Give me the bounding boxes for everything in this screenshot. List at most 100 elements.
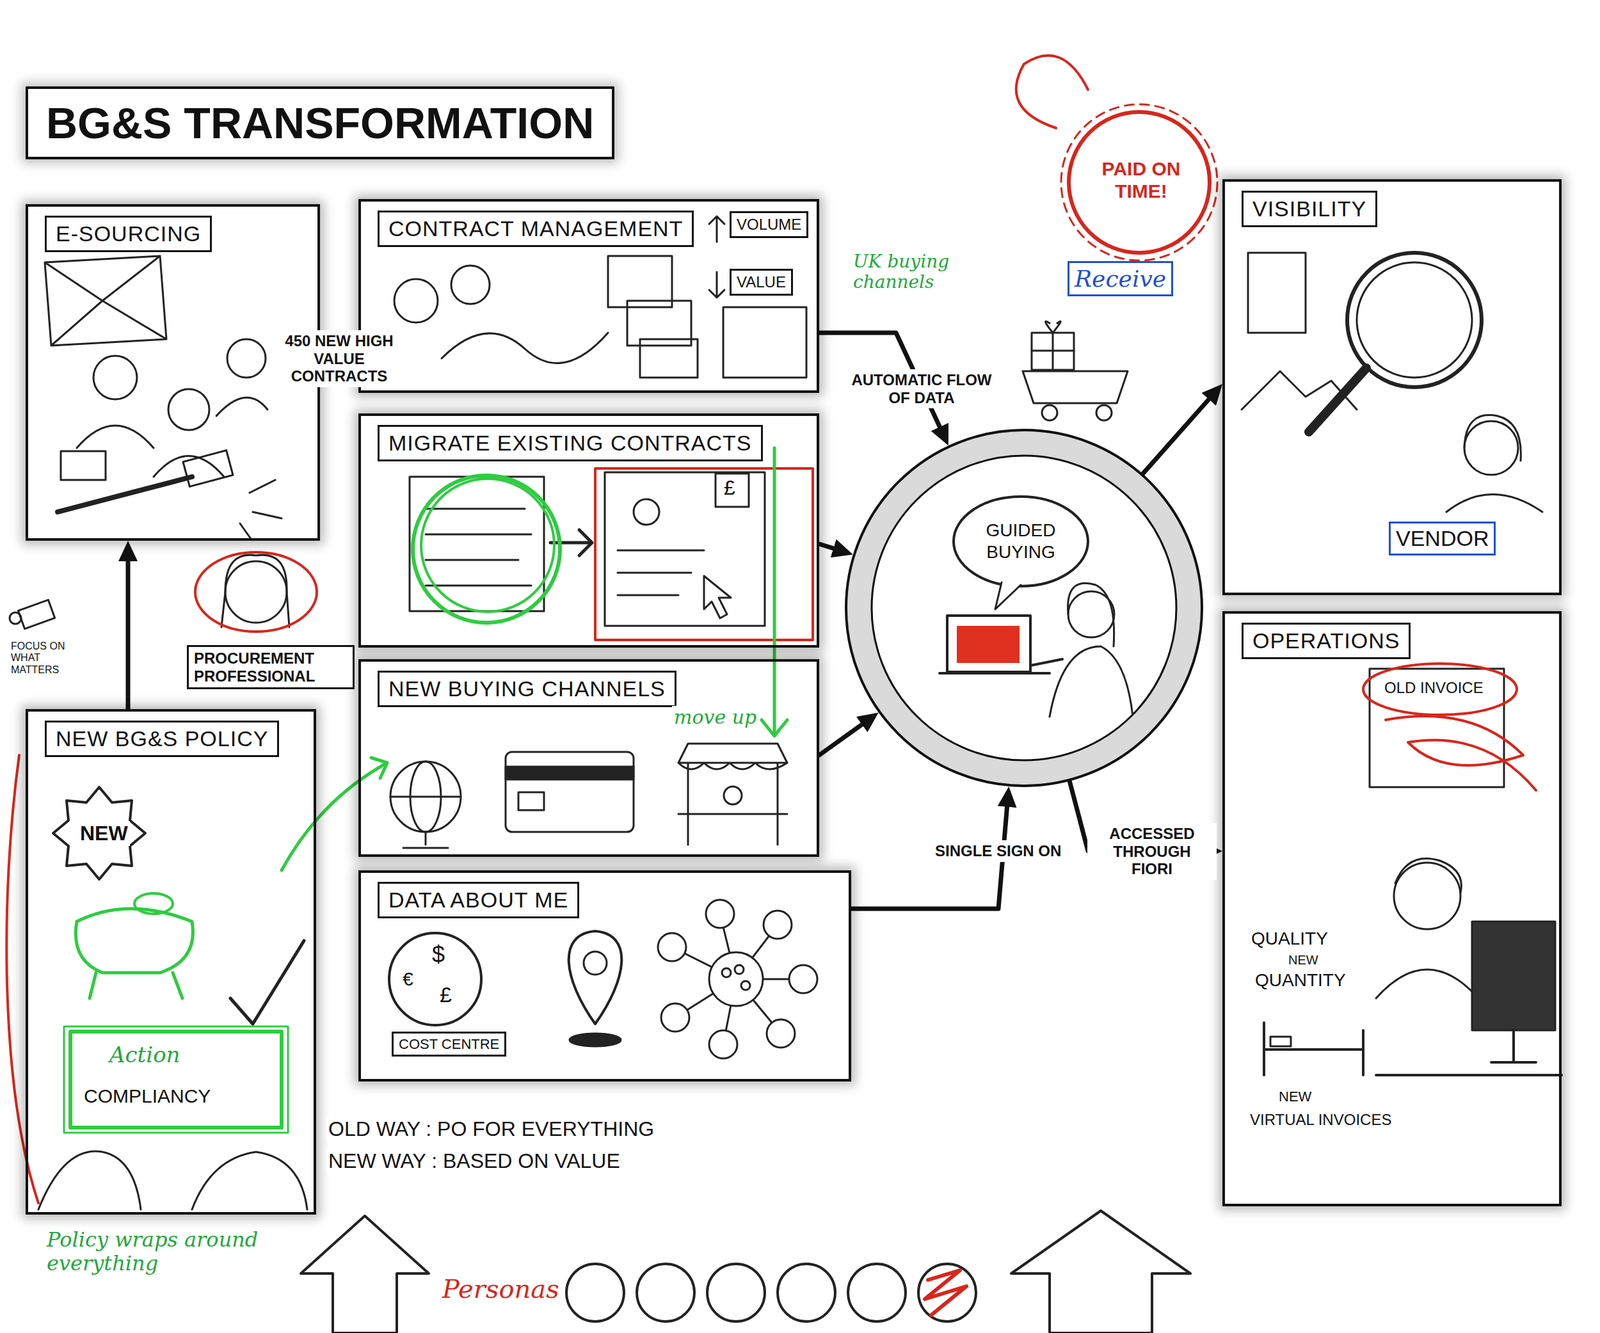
panel-heading: E-SOURCING (44, 215, 212, 253)
up-arrow (1011, 1210, 1191, 1333)
note-text: NEW (1276, 1088, 1314, 1106)
flow-connector (1143, 394, 1214, 475)
document-icon (409, 476, 544, 612)
handwritten-note: Action (107, 1041, 183, 1069)
process-panel: NEW BUYING CHANNELS (358, 659, 820, 857)
woman-hair (1068, 583, 1115, 647)
persona-circle (566, 1264, 624, 1322)
person-head (93, 355, 137, 400)
desk-lines (1376, 1030, 1562, 1076)
hub-circle: GUIDED BUYING (844, 428, 1204, 788)
currency-symbol: € (400, 967, 416, 992)
coin-icon (389, 933, 482, 1026)
note-text: NEW WAY : BASED ON VALUE (326, 1148, 623, 1174)
pin-hole (583, 951, 607, 975)
panel-heading: VISIBILITY (1241, 190, 1378, 228)
wave-line (441, 332, 608, 363)
person-body (216, 397, 268, 416)
person-body (1446, 415, 1543, 512)
network-node (661, 1003, 690, 1032)
red-scribble (1385, 716, 1536, 791)
market-stall (678, 743, 788, 845)
network-node (763, 910, 792, 939)
card-chip (518, 792, 544, 811)
gavel-handle (57, 476, 192, 512)
envelope-icon (44, 256, 167, 346)
persona-circle (777, 1264, 836, 1322)
handwritten-note: Policy wraps around everything (44, 1227, 292, 1277)
red-outline (595, 468, 813, 640)
network-node (766, 1019, 795, 1048)
currency-symbol: $ (430, 940, 447, 969)
text-lines (425, 508, 532, 586)
metric-tag: VALUE (729, 268, 793, 296)
process-panel: NEW BG&S POLICY (25, 709, 317, 1215)
panel-heading: NEW BG&S POLICY (44, 720, 280, 758)
note-text: OLD WAY : PO FOR EVERYTHING (326, 1116, 656, 1142)
handwritten-note: Personas (440, 1273, 562, 1305)
person-body (153, 456, 224, 478)
connector-label: 450 NEW HIGH VALUE CONTRACTS (271, 330, 408, 388)
bed-icon (1264, 1022, 1364, 1076)
bubble-text: GUIDED BUYING (953, 519, 1088, 563)
stamp-rays (1061, 104, 1218, 261)
camera-lens (9, 612, 22, 624)
document-icon (723, 307, 807, 378)
sketch-lines (6, 55, 1562, 1333)
panel-heading: NEW BUYING CHANNELS (377, 670, 677, 708)
laptop-screen (947, 615, 1031, 672)
woman-body (1049, 646, 1133, 717)
stamp-text: PAID ON TIME! (1088, 157, 1195, 203)
red-scribble (956, 625, 1020, 664)
green-scribble (421, 478, 555, 612)
green-scribble (412, 475, 560, 623)
tiny-person (734, 965, 744, 975)
flow-connector (819, 720, 868, 756)
starburst (53, 787, 146, 880)
connector-label: ACCESSED THROUGH FIORI (1087, 823, 1217, 880)
panel-heading: OPERATIONS (1241, 622, 1411, 660)
cart-body (1022, 371, 1128, 404)
card-stripe (505, 766, 634, 780)
persona-circle (707, 1264, 765, 1322)
handwritten-note: UK buying channels (851, 250, 996, 294)
card-icon (505, 752, 634, 832)
gift-ribbon (1031, 321, 1074, 370)
persona-circle (918, 1264, 976, 1322)
person-body (76, 425, 154, 448)
red-loop (195, 552, 317, 632)
role-tag: VENDOR (1388, 521, 1496, 556)
metric-tag: VOLUME (729, 211, 809, 239)
green-box (70, 1031, 282, 1128)
mouse-icon (633, 499, 660, 525)
process-panel: MIGRATE EXISTING CONTRACTS (358, 413, 820, 648)
document-label: OLD INVOICE (1382, 678, 1486, 698)
paid-stamp (1068, 112, 1210, 253)
pin-shadow (569, 1033, 621, 1047)
person-head (168, 389, 210, 431)
diagram-title: BG&S TRANSFORMATION (25, 86, 615, 160)
panel-heading: CONTRACT MANAGEMENT (377, 210, 694, 248)
up-arrow (300, 1216, 429, 1333)
person-head (1464, 421, 1519, 475)
panel-heading: MIGRATE EXISTING CONTRACTS (377, 424, 763, 462)
green-arrow (281, 757, 388, 871)
tiny-person (721, 968, 731, 978)
burst-lines (240, 480, 282, 539)
people-silhouettes (38, 1151, 308, 1210)
connector-label: SINGLE SIGN ON (931, 840, 1065, 863)
text-lines (617, 550, 704, 596)
starburst-label: NEW (78, 821, 130, 847)
person-head (1393, 862, 1461, 930)
person-hair (1395, 858, 1462, 893)
circle-icon (451, 265, 490, 304)
monitor-icon (1248, 252, 1306, 333)
persona-circle (636, 1264, 695, 1322)
laptop-icon (60, 451, 106, 480)
document-icon (604, 472, 765, 626)
red-scribble (924, 1270, 967, 1316)
magnifier-handle (1308, 368, 1367, 432)
trend-arrows (709, 216, 725, 298)
currency-symbol: £ (437, 981, 454, 1008)
